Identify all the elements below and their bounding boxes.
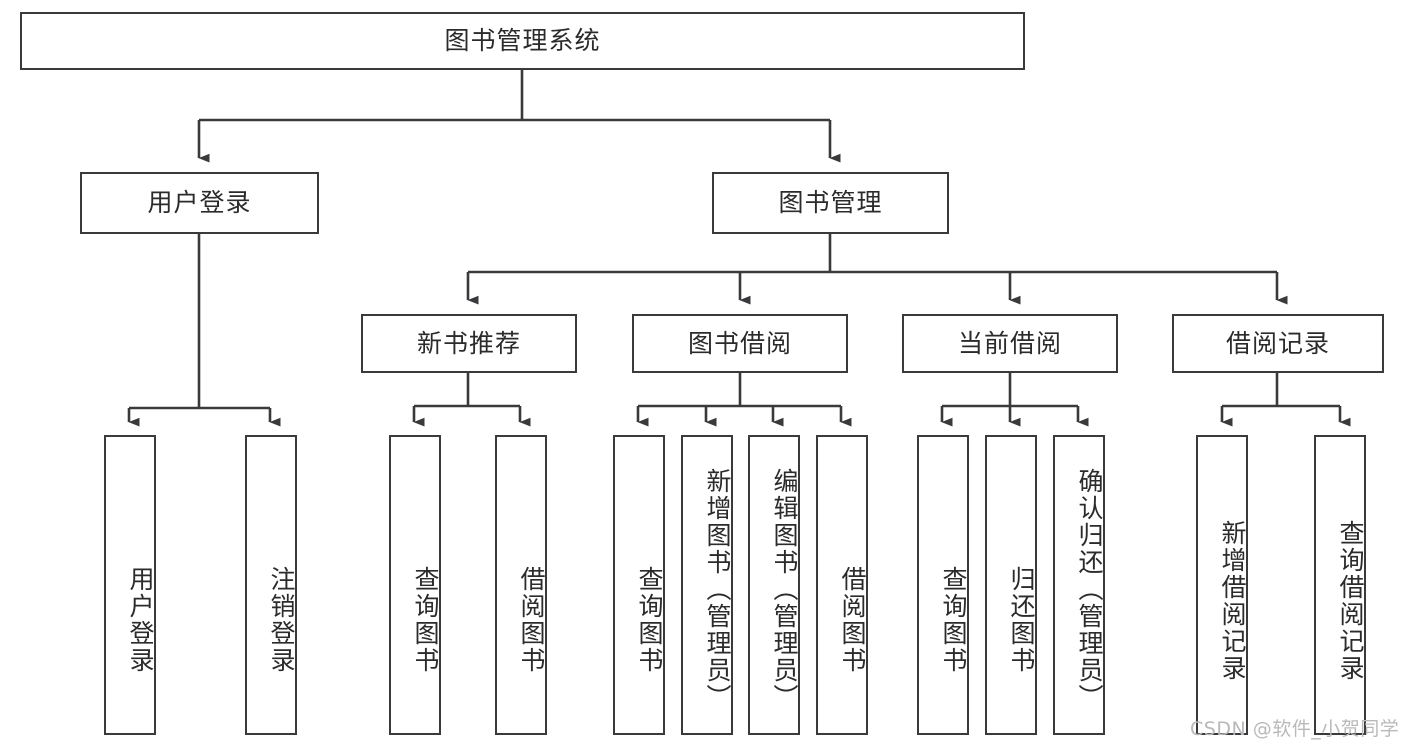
node-user-login[interactable]: 用户登录 [80, 172, 319, 234]
leaf-query-book-current-label: 查询图书 [939, 566, 968, 674]
leaf-confirm-return-admin[interactable]: 确认归还（管理员） [1053, 435, 1105, 735]
leaf-query-book-recommend-label: 查询图书 [411, 566, 440, 674]
node-user-login-label: 用户登录 [147, 188, 252, 217]
leaf-query-book-borrow-label: 查询图书 [635, 566, 664, 674]
leaf-edit-book-admin-label: 编辑图书（管理员） [770, 467, 799, 711]
leaf-borrow-book-borrow[interactable]: 借阅图书 [816, 435, 868, 735]
leaf-query-book-borrow[interactable]: 查询图书 [613, 435, 665, 735]
node-root[interactable]: 图书管理系统 [20, 12, 1025, 70]
csdn-watermark: CSDN @软件_小贺同学 [1190, 718, 1400, 740]
leaf-add-borrow-record-label: 新增借阅记录 [1218, 520, 1247, 682]
leaf-add-book-admin-label: 新增图书（管理员） [703, 467, 732, 711]
leaf-borrow-book-recommend[interactable]: 借阅图书 [495, 435, 547, 735]
leaf-edit-book-admin[interactable]: 编辑图书（管理员） [748, 435, 800, 735]
node-current-borrow-label: 当前借阅 [957, 328, 1062, 358]
leaf-user-login-label: 用户登录 [126, 566, 155, 674]
leaf-query-book-current[interactable]: 查询图书 [917, 435, 969, 735]
node-borrow-record[interactable]: 借阅记录 [1172, 314, 1384, 373]
node-root-label: 图书管理系统 [444, 26, 601, 55]
leaf-borrow-book-borrow-label: 借阅图书 [838, 566, 867, 674]
leaf-query-book-recommend[interactable]: 查询图书 [389, 435, 441, 735]
leaf-query-borrow-record-label: 查询借阅记录 [1336, 520, 1365, 682]
leaf-return-book[interactable]: 归还图书 [985, 435, 1037, 735]
node-book-management-label: 图书管理 [778, 188, 883, 217]
leaf-logout-label: 注销登录 [267, 566, 296, 674]
leaf-query-borrow-record[interactable]: 查询借阅记录 [1314, 435, 1366, 735]
leaf-add-book-admin[interactable]: 新增图书（管理员） [681, 435, 733, 735]
node-current-borrow[interactable]: 当前借阅 [902, 314, 1118, 373]
leaf-logout[interactable]: 注销登录 [245, 435, 297, 735]
node-borrow-record-label: 借阅记录 [1225, 328, 1330, 358]
leaf-return-book-label: 归还图书 [1007, 566, 1036, 674]
leaf-confirm-return-admin-label: 确认归还（管理员） [1075, 467, 1104, 711]
leaf-borrow-book-recommend-label: 借阅图书 [517, 566, 546, 674]
node-book-management[interactable]: 图书管理 [712, 172, 949, 234]
node-book-borrow[interactable]: 图书借阅 [632, 314, 848, 373]
leaf-user-login[interactable]: 用户登录 [104, 435, 156, 735]
node-book-borrow-label: 图书借阅 [687, 328, 792, 358]
node-new-book-recommend[interactable]: 新书推荐 [361, 314, 577, 373]
leaf-add-borrow-record[interactable]: 新增借阅记录 [1196, 435, 1248, 735]
node-new-book-recommend-label: 新书推荐 [416, 328, 521, 358]
